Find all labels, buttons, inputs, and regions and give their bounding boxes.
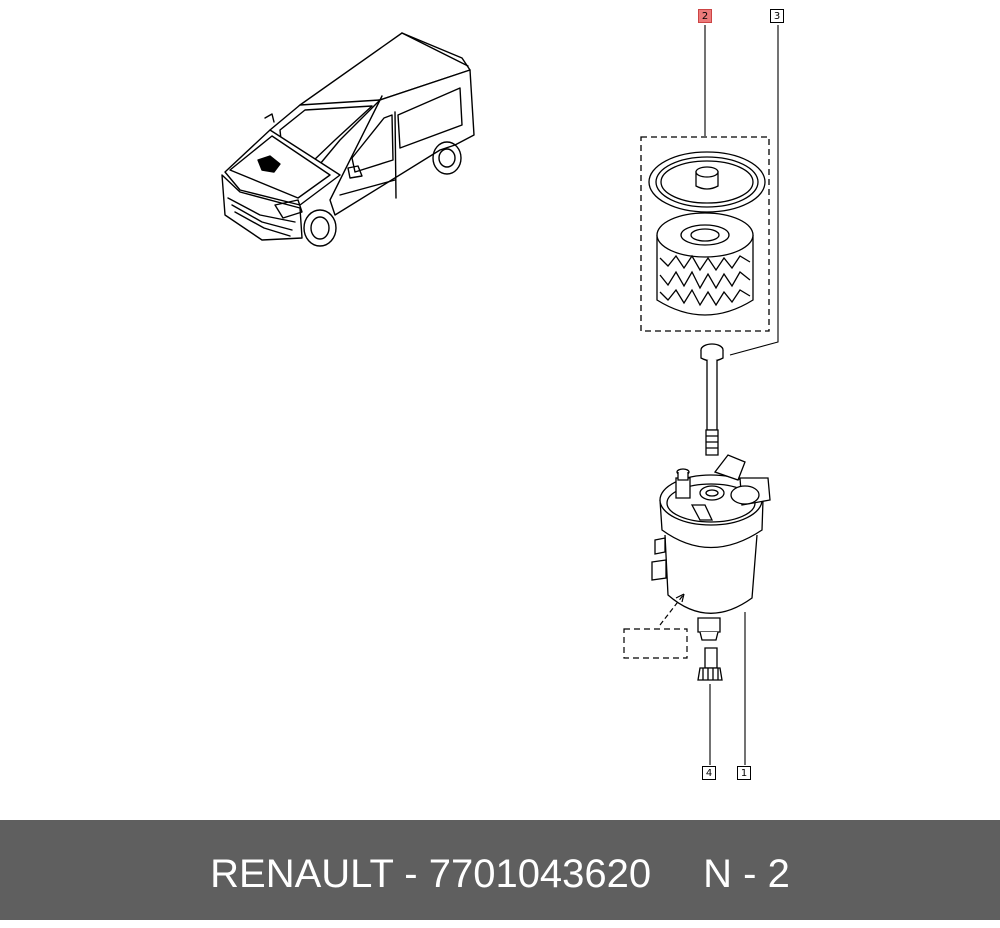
callout-part-4: 4: [702, 766, 716, 780]
drain-plug-illustration: [697, 647, 723, 681]
diagram-code: N - 2: [703, 852, 790, 896]
caption-separator: -: [393, 852, 429, 896]
bolt-illustration: [700, 343, 724, 456]
leader-lines: [704, 25, 779, 765]
filter-dashed-box: [640, 136, 770, 332]
filter-element-group: [640, 136, 770, 332]
footer-caption: RENAULT - 7701043620 N - 2: [0, 820, 1000, 920]
callout-part-3: 3: [770, 9, 784, 23]
footer-bar: RENAULT - 7701043620 N - 2: [0, 820, 1000, 920]
callout-part-2: 2: [698, 9, 712, 23]
vehicle-illustration: [221, 32, 475, 247]
callout-part-1: 1: [737, 766, 751, 780]
part-number: 7701043620: [428, 852, 652, 896]
reference-box: [623, 593, 688, 659]
brand-name: RENAULT: [210, 852, 394, 896]
parts-diagram: [221, 25, 779, 765]
filter-housing-illustration: [651, 454, 771, 641]
